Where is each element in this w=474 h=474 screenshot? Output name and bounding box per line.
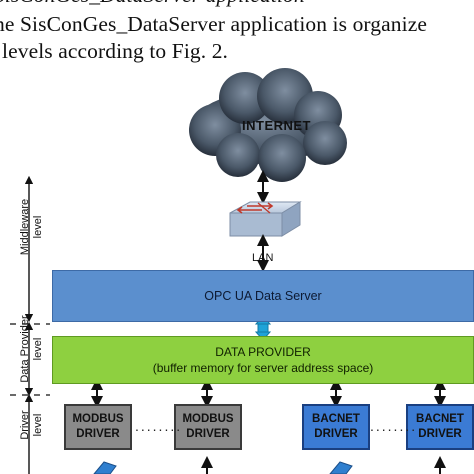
level-label-line1: Middleware	[19, 198, 31, 256]
paragraph-line-1: he SisConGes_DataServer application is o…	[0, 12, 427, 36]
modbus-driver-box: MODBUS DRIVER	[64, 404, 132, 450]
data-provider-level-label: Data Provider level	[19, 309, 45, 389]
bacnet-driver-box: BACNET DRIVER	[406, 404, 474, 450]
data-provider-box: DATA PROVIDER (buffer memory for server …	[52, 336, 474, 384]
driver-label-line1: MODBUS	[182, 413, 234, 425]
paragraph-line-2: levels according to Fig. 2.	[2, 39, 229, 63]
level-label-line1: Driver	[19, 410, 31, 440]
bacnet-driver-box: BACNET DRIVER	[302, 404, 370, 450]
paragraph-line-top: SisConGes_DataServer application	[0, 0, 305, 8]
driver-label-line2: DRIVER	[314, 428, 358, 440]
driver-label-line1: BACNET	[312, 413, 360, 425]
opc-server-label: OPC UA Data Server	[204, 289, 322, 303]
data-provider-title: DATA PROVIDER	[215, 345, 311, 359]
driver-label-line1: MODBUS	[72, 413, 124, 425]
lan-label: LAN	[252, 252, 274, 264]
driver-label-line2: DRIVER	[186, 428, 230, 440]
driver-label-line2: DRIVER	[76, 428, 120, 440]
network-switch-icon	[229, 201, 302, 237]
internet-cloud-icon	[189, 68, 347, 182]
modbus-driver-box: MODBUS DRIVER	[174, 404, 242, 450]
level-label-line2: level	[32, 215, 44, 239]
driver-label-line2: DRIVER	[418, 428, 462, 440]
driver-ellipsis: ........	[370, 418, 418, 434]
driver-ellipsis: ........	[135, 418, 183, 434]
level-label-line2: level	[32, 337, 44, 361]
driver-level-label: Driver level	[19, 385, 45, 465]
modbus-device-icon	[93, 461, 117, 474]
opc-ua-data-server-box: OPC UA Data Server	[52, 270, 474, 322]
internet-label: INTERNET	[242, 118, 311, 133]
level-label-line1: Data Provider	[19, 315, 31, 383]
bacnet-device-icon	[329, 461, 353, 474]
middleware-level-label: Middleware level	[19, 187, 45, 267]
driver-label-line1: BACNET	[416, 413, 464, 425]
level-label-line2: level	[32, 413, 44, 437]
data-provider-subtitle: (buffer memory for server address space)	[152, 361, 374, 375]
